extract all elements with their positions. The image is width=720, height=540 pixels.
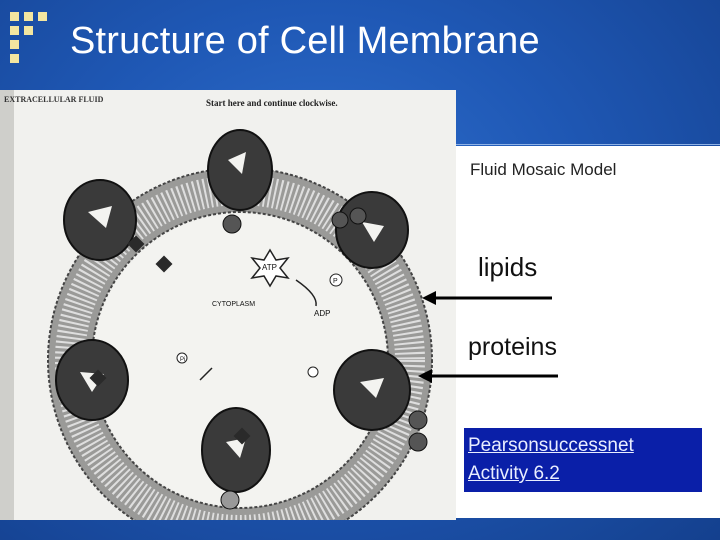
- slide-title: Structure of Cell Membrane: [70, 20, 540, 62]
- divider-line: [456, 144, 720, 145]
- diagram-label-adp: ADP: [314, 309, 330, 318]
- activity-link[interactable]: Pearsonsuccessnet Activity 6.2: [468, 432, 700, 488]
- logo-squares-icon: [10, 12, 50, 63]
- diagram-label-atp: ATP: [262, 263, 277, 272]
- arrow-left-icon: [418, 369, 558, 383]
- membrane-diagram-svg: EXTRACELLULAR FLUID Start here and conti…: [0, 90, 456, 520]
- membrane-diagram: EXTRACELLULAR FLUID Start here and conti…: [0, 90, 456, 520]
- diagram-label-pi: Pi: [180, 357, 185, 363]
- diagram-label-p: P: [333, 278, 338, 285]
- diagram-label-start: Start here and continue clockwise.: [206, 98, 338, 108]
- lipids-label: lipids: [478, 252, 538, 282]
- diagram-label-cytoplasm: CYTOPLASM: [212, 301, 255, 308]
- diagram-label-extracellular: EXTRACELLULAR FLUID: [4, 95, 104, 104]
- fluid-mosaic-label: Fluid Mosaic Model: [470, 160, 617, 179]
- activity-link-line1[interactable]: Pearsonsuccessnet: [468, 435, 634, 456]
- arrow-left-icon: [422, 291, 552, 305]
- activity-link-line2[interactable]: Activity 6.2: [468, 463, 560, 484]
- activity-link-box[interactable]: [464, 428, 702, 492]
- proteins-label: proteins: [468, 333, 557, 361]
